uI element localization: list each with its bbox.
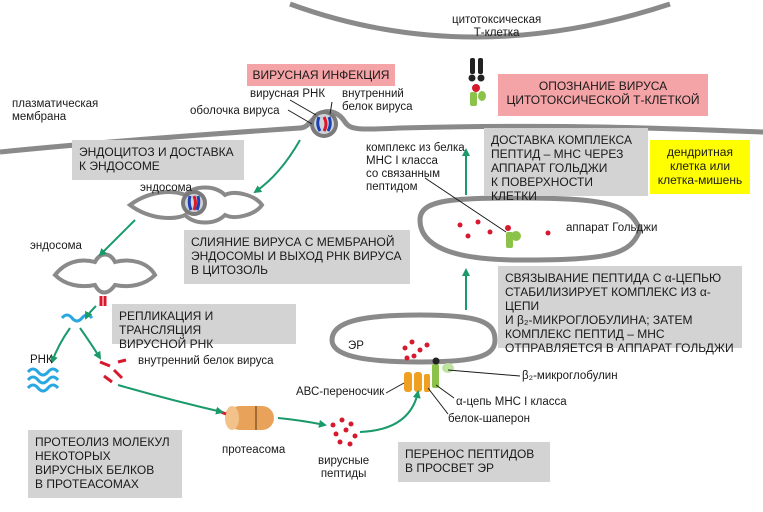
fusion-box: СЛИЯНИЕ ВИРУСА С МЕМБРАНОЙ ЭНДОСОМЫ И ВЫ… — [184, 230, 410, 284]
b2m-label: β₂-микроглобулин — [522, 370, 618, 382]
viral-peptides-cluster — [330, 417, 358, 447]
plasma-membrane-label: плазматическая мембрана — [12, 98, 99, 123]
inner-viral-proteins — [99, 358, 127, 384]
recognition-box: ОПОЗНАНИЕ ВИРУСА ЦИТОТОКСИЧЕСКОЙ Т-КЛЕТК… — [498, 74, 708, 116]
viral-rna-label: вирусная РНК — [250, 88, 326, 100]
envelope-label: оболочка вируса — [190, 105, 280, 117]
abc-transporter-label: АВС-переносчик — [296, 386, 385, 398]
endoplasmic-reticulum — [329, 312, 498, 365]
chaperone-label: белок-шаперон — [448, 413, 530, 425]
virus-in-endosome — [181, 190, 207, 216]
golgi-label: аппарат Гольджи — [566, 222, 658, 234]
proteasome — [215, 406, 274, 430]
arrow-to-proteins — [79, 327, 102, 360]
replication-box: РЕПЛИКАЦИЯ И ТРАНСЛЯЦИЯ ВИРУСНОЙ РНК — [112, 304, 296, 351]
golgi-apparatus — [417, 195, 643, 263]
arrow-to-rna-stack — [50, 327, 71, 364]
rna-label: РНК — [30, 354, 53, 366]
golgi-peptides — [457, 219, 551, 239]
proteolysis-box: ПРОТЕОЛИЗ МОЛЕКУЛ НЕКОТОРЫХ ВИРУСНЫХ БЕЛ… — [28, 430, 182, 498]
endocytosis-box: ЭНДОЦИТОЗ И ДОСТАВКА К ЭНДОСОМЕ — [72, 140, 244, 180]
endosome-2 — [52, 252, 158, 295]
viral-infection-box: ВИРУСНАЯ ИНФЕКЦИЯ — [247, 64, 395, 86]
pointer-lines — [287, 99, 521, 415]
chaperone-shape — [424, 374, 430, 392]
delivery-box: ДОСТАВКА КОМПЛЕКСА ПЕПТИД – МНС ЧЕРЕЗ АП… — [484, 128, 648, 203]
arrow-to-er — [359, 390, 421, 433]
virus-surface — [310, 110, 338, 138]
endosome-1-label: эндосома — [140, 182, 192, 194]
binding-box: СВЯЗЫВАНИЕ ПЕПТИДА С α-ЦЕПЬЮ СТАБИЛИЗИРУ… — [498, 266, 742, 355]
mhc-complex-label: комплекс из белка MHC I класса со связан… — [366, 142, 465, 193]
tcell-label: цитотоксическая Т-клетка — [452, 14, 542, 39]
dendritic-cell-box: дендритная клетка или клетка-мишень — [650, 140, 750, 194]
abc-transporter — [404, 372, 422, 392]
inner-protein-top-label: внутренний белок вируса — [342, 88, 413, 113]
plasma-membrane — [0, 109, 763, 155]
peptides-label: вирусные пептиды — [318, 455, 370, 480]
surface-mhc-complex — [470, 84, 486, 106]
tcell-membrane — [289, 1, 671, 40]
inner-protein-mid-label: внутренний белок вируса — [138, 355, 274, 367]
transport-box: ПЕРЕНОС ПЕПТИДОВ В ПРОСВЕТ ЭР — [398, 442, 550, 482]
arrow-to-proteasome — [117, 384, 224, 415]
rna-stack — [26, 367, 60, 393]
alpha-chain-label: α-цепь МНС I класса — [456, 396, 567, 408]
arrow-to-rna-squiggle — [85, 305, 97, 320]
endosome-2-label: эндосома — [30, 240, 82, 252]
er-peptides — [402, 339, 430, 361]
beta2-microglobulin-shape — [442, 363, 454, 373]
er-label: ЭР — [348, 340, 364, 352]
arrow-to-fusion — [98, 219, 136, 257]
arrow-to-endosome — [253, 139, 301, 194]
arrow-to-peptides — [277, 417, 327, 428]
proteasome-label: протеасома — [222, 444, 286, 456]
t-cell-receptor — [468, 58, 485, 82]
pathway-arrows — [50, 139, 470, 433]
golgi-mhc-complex — [505, 225, 521, 248]
mhc-alpha-chain — [432, 357, 440, 388]
